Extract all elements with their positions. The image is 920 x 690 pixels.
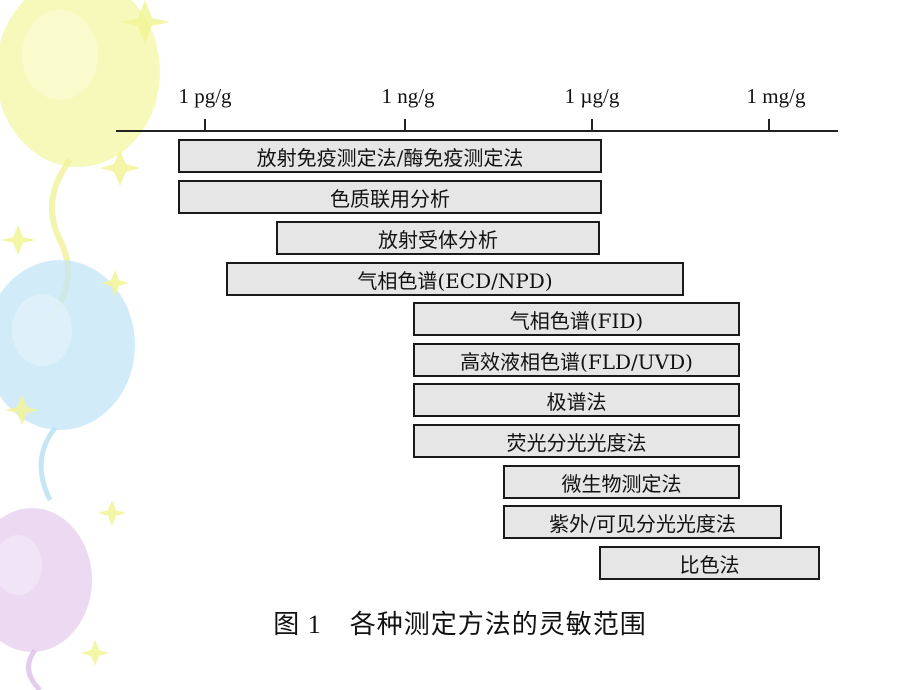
method-bar-fluorescence-spectrophotometry: 荧光分光光度法 (413, 424, 740, 458)
axis-tick (591, 119, 593, 131)
method-bar-gc-fid: 气相色谱(FID) (413, 302, 740, 336)
method-bar-gc-ms: 色质联用分析 (178, 180, 602, 214)
axis-tick-label-ng: 1 ng/g (381, 84, 435, 108)
axis-tick (768, 119, 770, 131)
purple-balloon-decoration (0, 508, 92, 690)
method-bar-uv-vis-spectrophotometry: 紫外/可见分光光度法 (503, 505, 782, 539)
axis-tick (204, 119, 206, 131)
concentration-axis (116, 130, 838, 132)
figure-caption-text: 各种测定方法的灵敏范围 (349, 610, 647, 640)
blue-balloon-decoration (0, 260, 135, 502)
figure-caption: 图 1 各种测定方法的灵敏范围 (0, 604, 920, 641)
axis-tick (404, 119, 406, 131)
method-bar-microbiological-assay: 微生物测定法 (503, 465, 740, 499)
yellow-balloon-decoration (0, 0, 160, 322)
method-bar-radioreceptor-assay: 放射受体分析 (276, 221, 600, 255)
method-bar-polarography: 极谱法 (413, 383, 740, 417)
figure-number: 图 1 (273, 610, 322, 639)
method-bar-gc-ecd-npd: 气相色谱(ECD/NPD) (226, 262, 684, 296)
method-bar-colorimetry: 比色法 (599, 546, 820, 580)
axis-tick-label-ug: 1 µg/g (564, 84, 620, 108)
axis-tick-label-mg: 1 mg/g (746, 84, 806, 108)
method-bar-hplc: 高效液相色谱(FLD/UVD) (413, 343, 740, 377)
method-bar-radioimmunoassay: 放射免疫测定法/酶免疫测定法 (178, 139, 602, 173)
axis-tick-label-pg: 1 pg/g (178, 84, 232, 108)
sparkle-decorations (1, 0, 170, 666)
